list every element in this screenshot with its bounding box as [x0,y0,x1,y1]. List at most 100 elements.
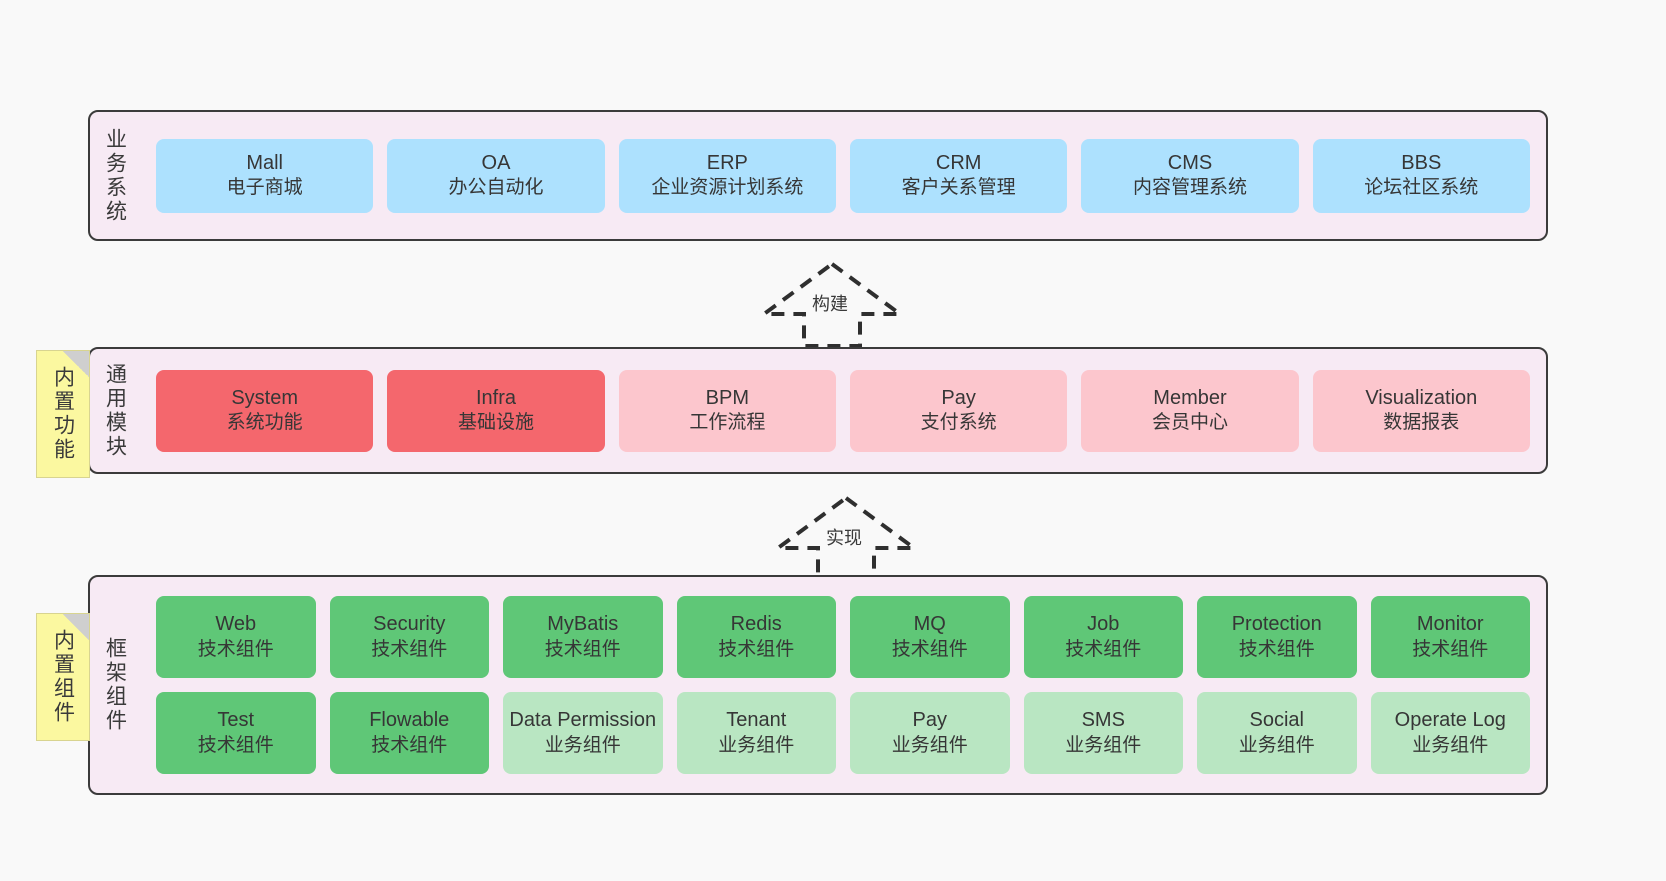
card-mq-en: MQ [913,613,946,636]
card-oa[interactable]: OA 办公自动化 [387,138,605,213]
card-social-cn: 业务组件 [1238,734,1315,756]
card-cms[interactable]: CMS 内容管理系统 [1081,138,1299,213]
card-flowable-en: Flowable [369,709,450,732]
card-social-en: Social [1249,709,1304,732]
layer-body-general-modules: System 系统功能 Infra 基础设施 BPM 工作流程 Pay 支付系统… [140,349,1546,472]
card-infra-cn: 基础设施 [457,412,534,434]
card-operate-log-en: Operate Log [1394,709,1506,732]
card-social[interactable]: Social 业务组件 [1197,692,1357,774]
card-sms-en: SMS [1081,709,1125,732]
card-pay-component[interactable]: Pay 业务组件 [850,692,1010,774]
connector-build-label: 构建 [810,290,850,316]
note-builtin-components: 内置组件 [36,613,90,741]
card-mybatis-cn: 技术组件 [544,638,621,660]
card-data-permission-en: Data Permission [509,709,657,732]
card-protection-en: Protection [1231,613,1322,636]
card-operate-log[interactable]: Operate Log 业务组件 [1370,692,1530,774]
card-erp-en: ERP [706,151,748,174]
card-job-cn: 技术组件 [1065,638,1142,660]
card-pay-component-en: Pay [912,709,947,732]
card-cms-cn: 内容管理系统 [1132,177,1247,199]
note-builtin-components-label: 内置组件 [51,629,75,725]
card-monitor-cn: 技术组件 [1412,638,1489,660]
card-security-cn: 技术组件 [371,638,448,660]
card-data-permission-cn: 业务组件 [544,734,621,756]
card-oa-cn: 办公自动化 [448,177,544,199]
layer-title-business-system: 业务系统 [103,127,127,224]
card-web[interactable]: Web 技术组件 [156,596,316,678]
card-mall-cn: 电子商城 [226,177,303,199]
card-sms-cn: 业务组件 [1065,734,1142,756]
note-builtin-functions-label: 内置功能 [51,366,75,462]
framework-row-technical: Web 技术组件 Security 技术组件 MyBatis 技术组件 Redi… [156,596,1530,678]
card-member-en: Member [1153,386,1227,409]
card-tenant-en: Tenant [726,709,787,732]
card-bbs[interactable]: BBS 论坛社区系统 [1312,138,1530,213]
card-security-en: Security [373,613,446,636]
card-redis[interactable]: Redis 技术组件 [676,596,836,678]
card-web-en: Web [215,613,257,636]
note-builtin-functions: 内置功能 [36,350,90,478]
card-mall[interactable]: Mall 电子商城 [156,138,374,213]
card-pay-component-cn: 业务组件 [891,734,968,756]
card-member-cn: 会员中心 [1151,412,1228,434]
layer-business-system: 业务系统 Mall 电子商城 OA 办公自动化 ERP 企业资源计划系统 CRM… [88,110,1548,241]
card-bpm[interactable]: BPM 工作流程 [618,369,836,452]
card-infra-en: Infra [475,386,516,409]
card-system-cn: 系统功能 [226,412,303,434]
framework-row-business: Test 技术组件 Flowable 技术组件 Data Permission … [156,692,1530,774]
card-pay-module-en: Pay [941,386,976,409]
card-system-en: System [231,386,298,409]
card-crm-cn: 客户关系管理 [901,177,1016,199]
layer-general-modules: 通用模块 System 系统功能 Infra 基础设施 BPM 工作流程 Pay… [88,347,1548,474]
card-mall-en: Mall [246,151,283,174]
card-bbs-cn: 论坛社区系统 [1364,177,1479,199]
card-bbs-en: BBS [1401,151,1442,174]
card-bpm-cn: 工作流程 [689,412,766,434]
layer-framework-components: 框架组件 Web 技术组件 Security 技术组件 MyBatis 技术组件… [88,575,1548,795]
build-arrow-icon [757,261,907,348]
general-modules-row: System 系统功能 Infra 基础设施 BPM 工作流程 Pay 支付系统… [156,369,1530,452]
card-infra[interactable]: Infra 基础设施 [387,369,605,452]
card-job-en: Job [1087,613,1120,636]
card-flowable[interactable]: Flowable 技术组件 [329,692,489,774]
card-redis-en: Redis [730,613,782,636]
business-system-row: Mall 电子商城 OA 办公自动化 ERP 企业资源计划系统 CRM 客户关系… [156,138,1530,213]
card-operate-log-cn: 业务组件 [1412,734,1489,756]
connector-implement-label: 实现 [824,524,864,550]
card-mq-cn: 技术组件 [891,638,968,660]
card-test[interactable]: Test 技术组件 [156,692,316,774]
card-job[interactable]: Job 技术组件 [1023,596,1183,678]
card-monitor-en: Monitor [1416,613,1484,636]
card-protection[interactable]: Protection 技术组件 [1197,596,1357,678]
card-pay-module[interactable]: Pay 支付系统 [849,369,1068,452]
card-crm[interactable]: CRM 客户关系管理 [849,138,1068,213]
card-bpm-en: BPM [705,386,749,409]
card-visualization-en: Visualization [1365,386,1478,409]
card-web-cn: 技术组件 [197,638,274,660]
card-mybatis-en: MyBatis [547,613,619,636]
card-pay-module-cn: 支付系统 [920,412,997,434]
card-erp[interactable]: ERP 企业资源计划系统 [618,138,836,213]
layer-body-business-system: Mall 电子商城 OA 办公自动化 ERP 企业资源计划系统 CRM 客户关系… [140,112,1546,239]
layer-title-framework-components: 框架组件 [103,637,127,733]
card-sms[interactable]: SMS 业务组件 [1023,692,1183,774]
card-test-en: Test [217,709,255,732]
card-system[interactable]: System 系统功能 [156,369,374,452]
card-tenant[interactable]: Tenant 业务组件 [676,692,836,774]
card-data-permission[interactable]: Data Permission 业务组件 [503,692,663,774]
card-cms-en: CMS [1167,151,1213,174]
card-visualization[interactable]: Visualization 数据报表 [1312,369,1530,452]
card-test-cn: 技术组件 [197,734,274,756]
card-monitor[interactable]: Monitor 技术组件 [1370,596,1530,678]
card-oa-en: OA [481,151,511,174]
layer-title-general-modules: 通用模块 [103,362,127,459]
card-member[interactable]: Member 会员中心 [1081,369,1299,452]
card-mybatis[interactable]: MyBatis 技术组件 [503,596,663,678]
card-protection-cn: 技术组件 [1238,638,1315,660]
card-mq[interactable]: MQ 技术组件 [850,596,1010,678]
card-redis-cn: 技术组件 [718,638,795,660]
card-visualization-cn: 数据报表 [1383,412,1460,434]
card-security[interactable]: Security 技术组件 [329,596,489,678]
